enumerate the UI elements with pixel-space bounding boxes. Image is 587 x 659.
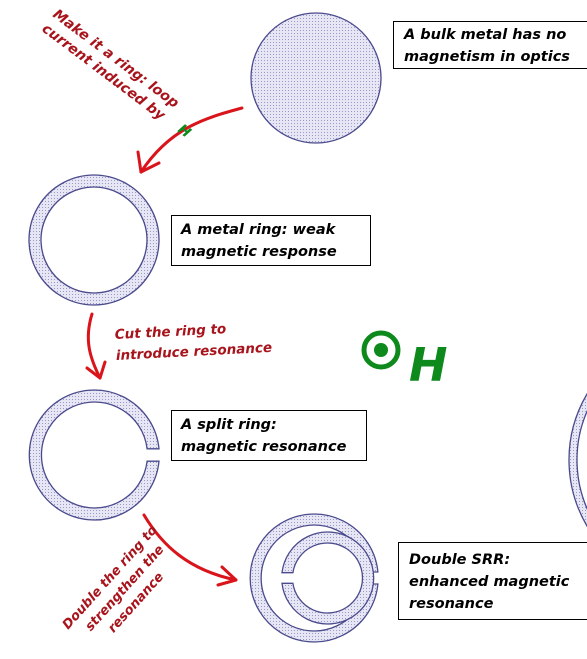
cut-ring-label: Cut the ring to introduce resonance <box>114 319 272 364</box>
split-ring <box>28 389 160 521</box>
double-srr-caption: Double SRR: enhanced magnetic resonance <box>398 542 587 620</box>
partial-ring-right-edge <box>568 392 587 528</box>
arrow-make-ring <box>136 106 244 174</box>
caption-line: magnetism in optics <box>404 49 570 65</box>
caption-line: Double SRR: <box>409 552 511 568</box>
double-ring-label: Double the ring to strengthen the resona… <box>60 520 191 657</box>
arrow-double-ring <box>142 513 238 587</box>
caption-line: A metal ring: weak <box>181 222 336 238</box>
make-ring-label: Make it a ring: loop current induced by <box>39 6 186 128</box>
caption-line: resonance <box>409 596 494 612</box>
caption-line: A bulk metal has no <box>404 27 567 43</box>
bulk-metal-disc <box>250 12 382 144</box>
split-ring-caption: A split ring: magnetic resonance <box>171 410 367 461</box>
double-srr-outer-ring <box>249 513 379 643</box>
field-h-label: H <box>409 338 448 392</box>
caption-line: magnetic resonance <box>181 439 347 455</box>
caption-line: enhanced magnetic <box>409 574 570 590</box>
field-out-of-page-icon <box>361 330 401 370</box>
metal-ring-caption: A metal ring: weak magnetic response <box>171 215 371 266</box>
double-srr-inner-ring <box>281 531 375 625</box>
caption-line: magnetic response <box>181 244 337 260</box>
bulk-metal-caption: A bulk metal has no magnetism in optics <box>393 21 587 69</box>
metal-ring <box>28 174 160 306</box>
caption-line: A split ring: <box>181 417 277 433</box>
arrow-cut-ring <box>85 312 107 380</box>
